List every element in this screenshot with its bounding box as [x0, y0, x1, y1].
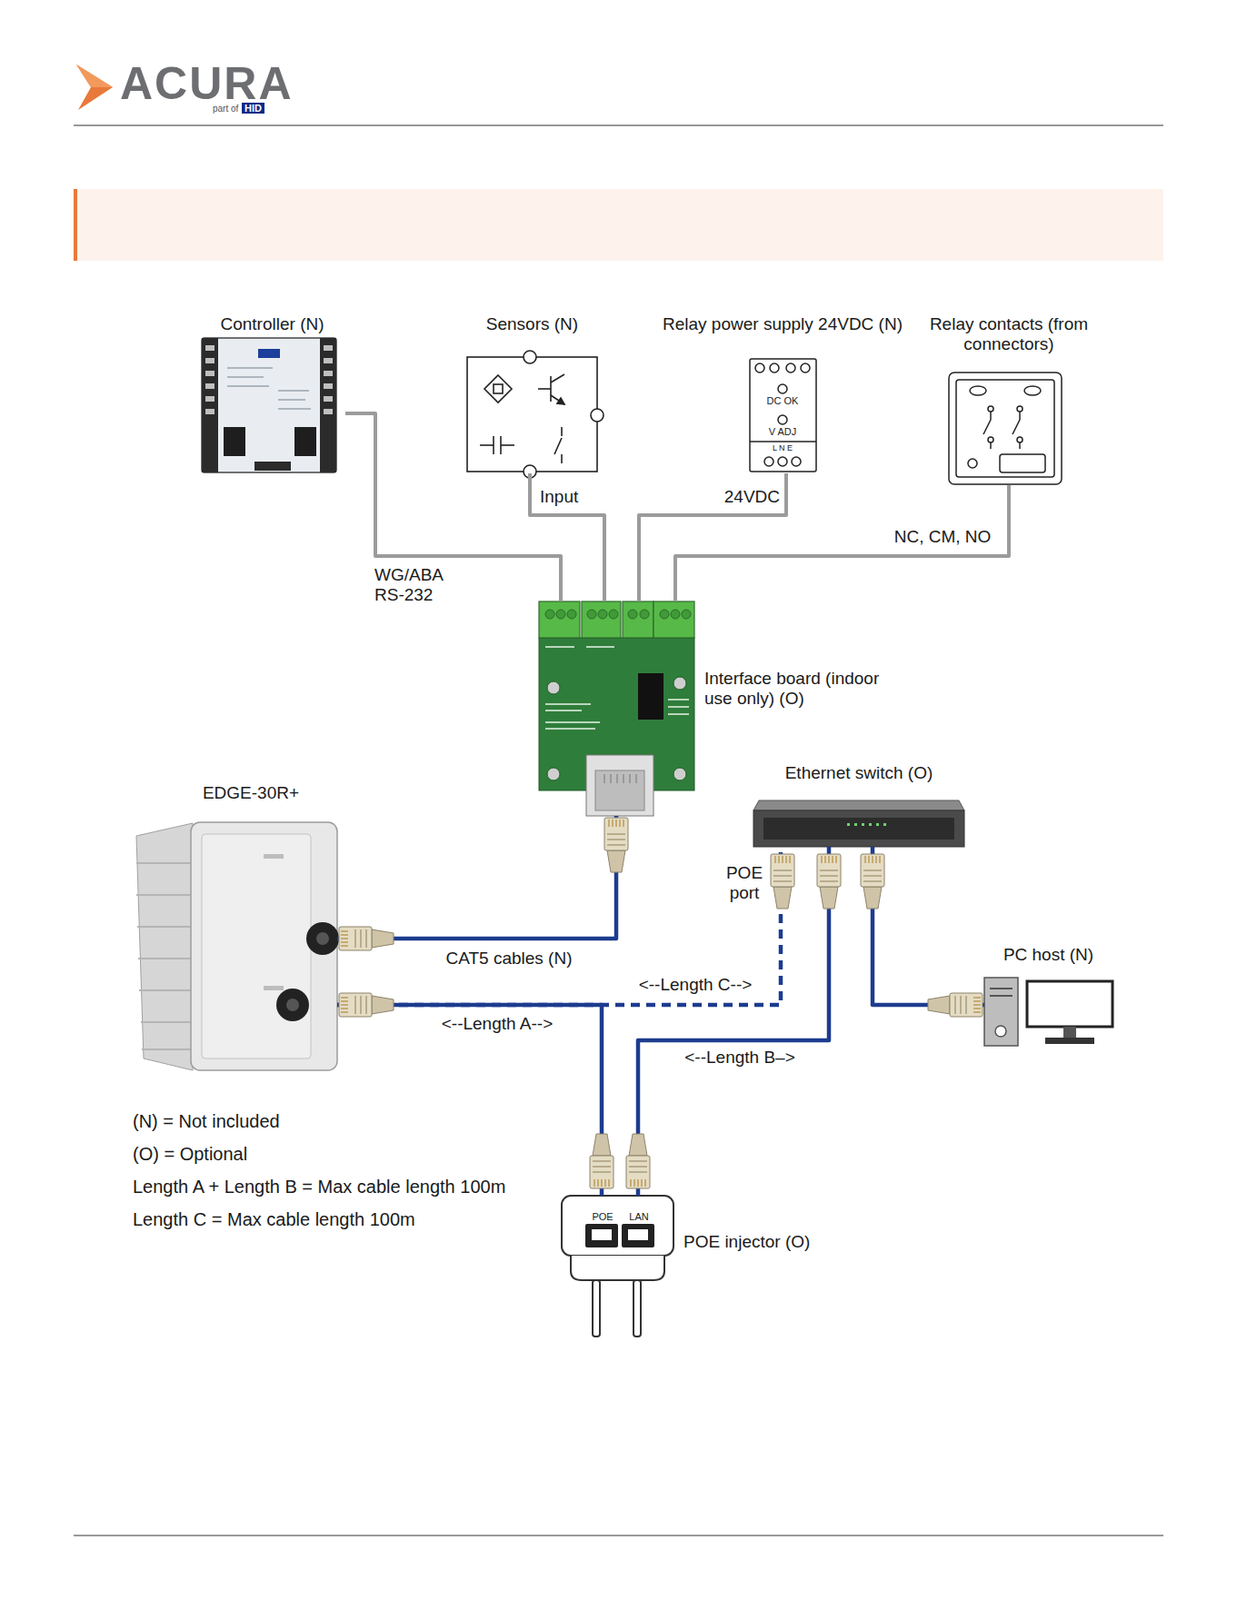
network-cable — [638, 847, 829, 1197]
logo-word: ACURA — [119, 58, 294, 111]
pc-picture — [984, 977, 1113, 1047]
power-supply: Relay power supply 24VDC (N) — [659, 314, 906, 474]
edge-label: WG/ABA RS-232 — [372, 565, 449, 606]
controller-picture — [201, 338, 337, 473]
node-heading: Relay contacts (from connectors) — [927, 314, 1091, 355]
edge-label: 24VDC — [707, 487, 782, 508]
injector-picture — [561, 1196, 674, 1337]
pc-host: PC host (N) — [984, 945, 1113, 1047]
rj45-plug — [604, 818, 629, 873]
switch-picture — [753, 800, 965, 848]
logo-tagline: part of — [212, 103, 239, 114]
edge-label: <--Length B–> — [669, 1047, 810, 1068]
network-cable — [337, 847, 781, 1006]
node-heading: POE injector (O) — [683, 1232, 848, 1253]
node-heading: PC host (N) — [984, 945, 1113, 966]
indicator-label: DC OK — [755, 395, 810, 407]
rj45-plug — [339, 993, 394, 1018]
legend-note: Length A + Length B = Max cable length 1… — [132, 1177, 506, 1198]
ethernet-switch: Ethernet switch (O) — [753, 763, 965, 848]
rj45-plug — [927, 993, 983, 1018]
logo-mark — [76, 64, 113, 110]
signal-wire — [529, 473, 605, 602]
terminal-label: L N E — [755, 444, 810, 454]
banner — [73, 189, 1164, 261]
sensors: Sensors (N) — [467, 314, 598, 474]
node-heading: EDGE-30R+ — [159, 783, 342, 804]
controller: Controller (N) — [199, 314, 346, 475]
port-label: LAN — [622, 1211, 656, 1223]
logo-badge: HID — [241, 102, 265, 114]
edge-label: NC, CM, NO — [881, 527, 1004, 548]
node-heading: Relay power supply 24VDC (N) — [659, 314, 906, 335]
interface-board-picture — [538, 601, 695, 817]
relay-contacts: Relay contacts (from connectors) — [936, 314, 1082, 486]
rj45-plug — [589, 1134, 614, 1189]
rj45-plug — [339, 927, 394, 951]
edge-label: <--Length C--> — [625, 975, 766, 996]
reader-picture — [136, 822, 340, 1071]
port-label: POE — [586, 1211, 619, 1223]
banner-accent — [73, 189, 78, 261]
legend-note: (N) = Not included — [132, 1111, 280, 1133]
rj45-plug — [626, 1134, 650, 1189]
header-rule — [73, 125, 1164, 127]
footer-rule — [73, 1536, 1164, 1537]
network-cable — [337, 1005, 602, 1197]
node-heading: Controller (N) — [199, 314, 346, 335]
node-heading: Interface board (indoor use only) (O) — [704, 668, 887, 709]
legend-note: (O) = Optional — [132, 1144, 248, 1166]
relay-contacts-picture — [948, 372, 1062, 485]
node-heading: Sensors (N) — [467, 314, 598, 335]
edge-label: CAT5 cables (N) — [434, 948, 584, 969]
interface-board: Interface board (indoor use only) (O) — [538, 601, 695, 817]
rj45-plug — [860, 854, 885, 909]
adjust-label: V ADJ — [755, 426, 810, 438]
rj45-plug — [817, 854, 841, 909]
network-cable — [872, 847, 985, 1006]
signal-wire — [675, 485, 1009, 602]
signal-wire — [638, 473, 787, 602]
sensor-symbols — [467, 350, 604, 479]
edge-label: <--Length A--> — [427, 1014, 568, 1035]
network-cable — [337, 816, 617, 939]
edge-label: Input — [538, 487, 597, 508]
power-supply-picture — [749, 359, 817, 472]
rj45-plug — [770, 854, 795, 909]
rfid-reader: EDGE-30R+ — [130, 783, 338, 1072]
legend-note: Length C = Max cable length 100m — [132, 1209, 416, 1231]
port-label: POE port — [722, 863, 767, 904]
poe-injector: POE injector (O)POELAN — [561, 1196, 674, 1281]
node-heading: Ethernet switch (O) — [753, 763, 965, 784]
